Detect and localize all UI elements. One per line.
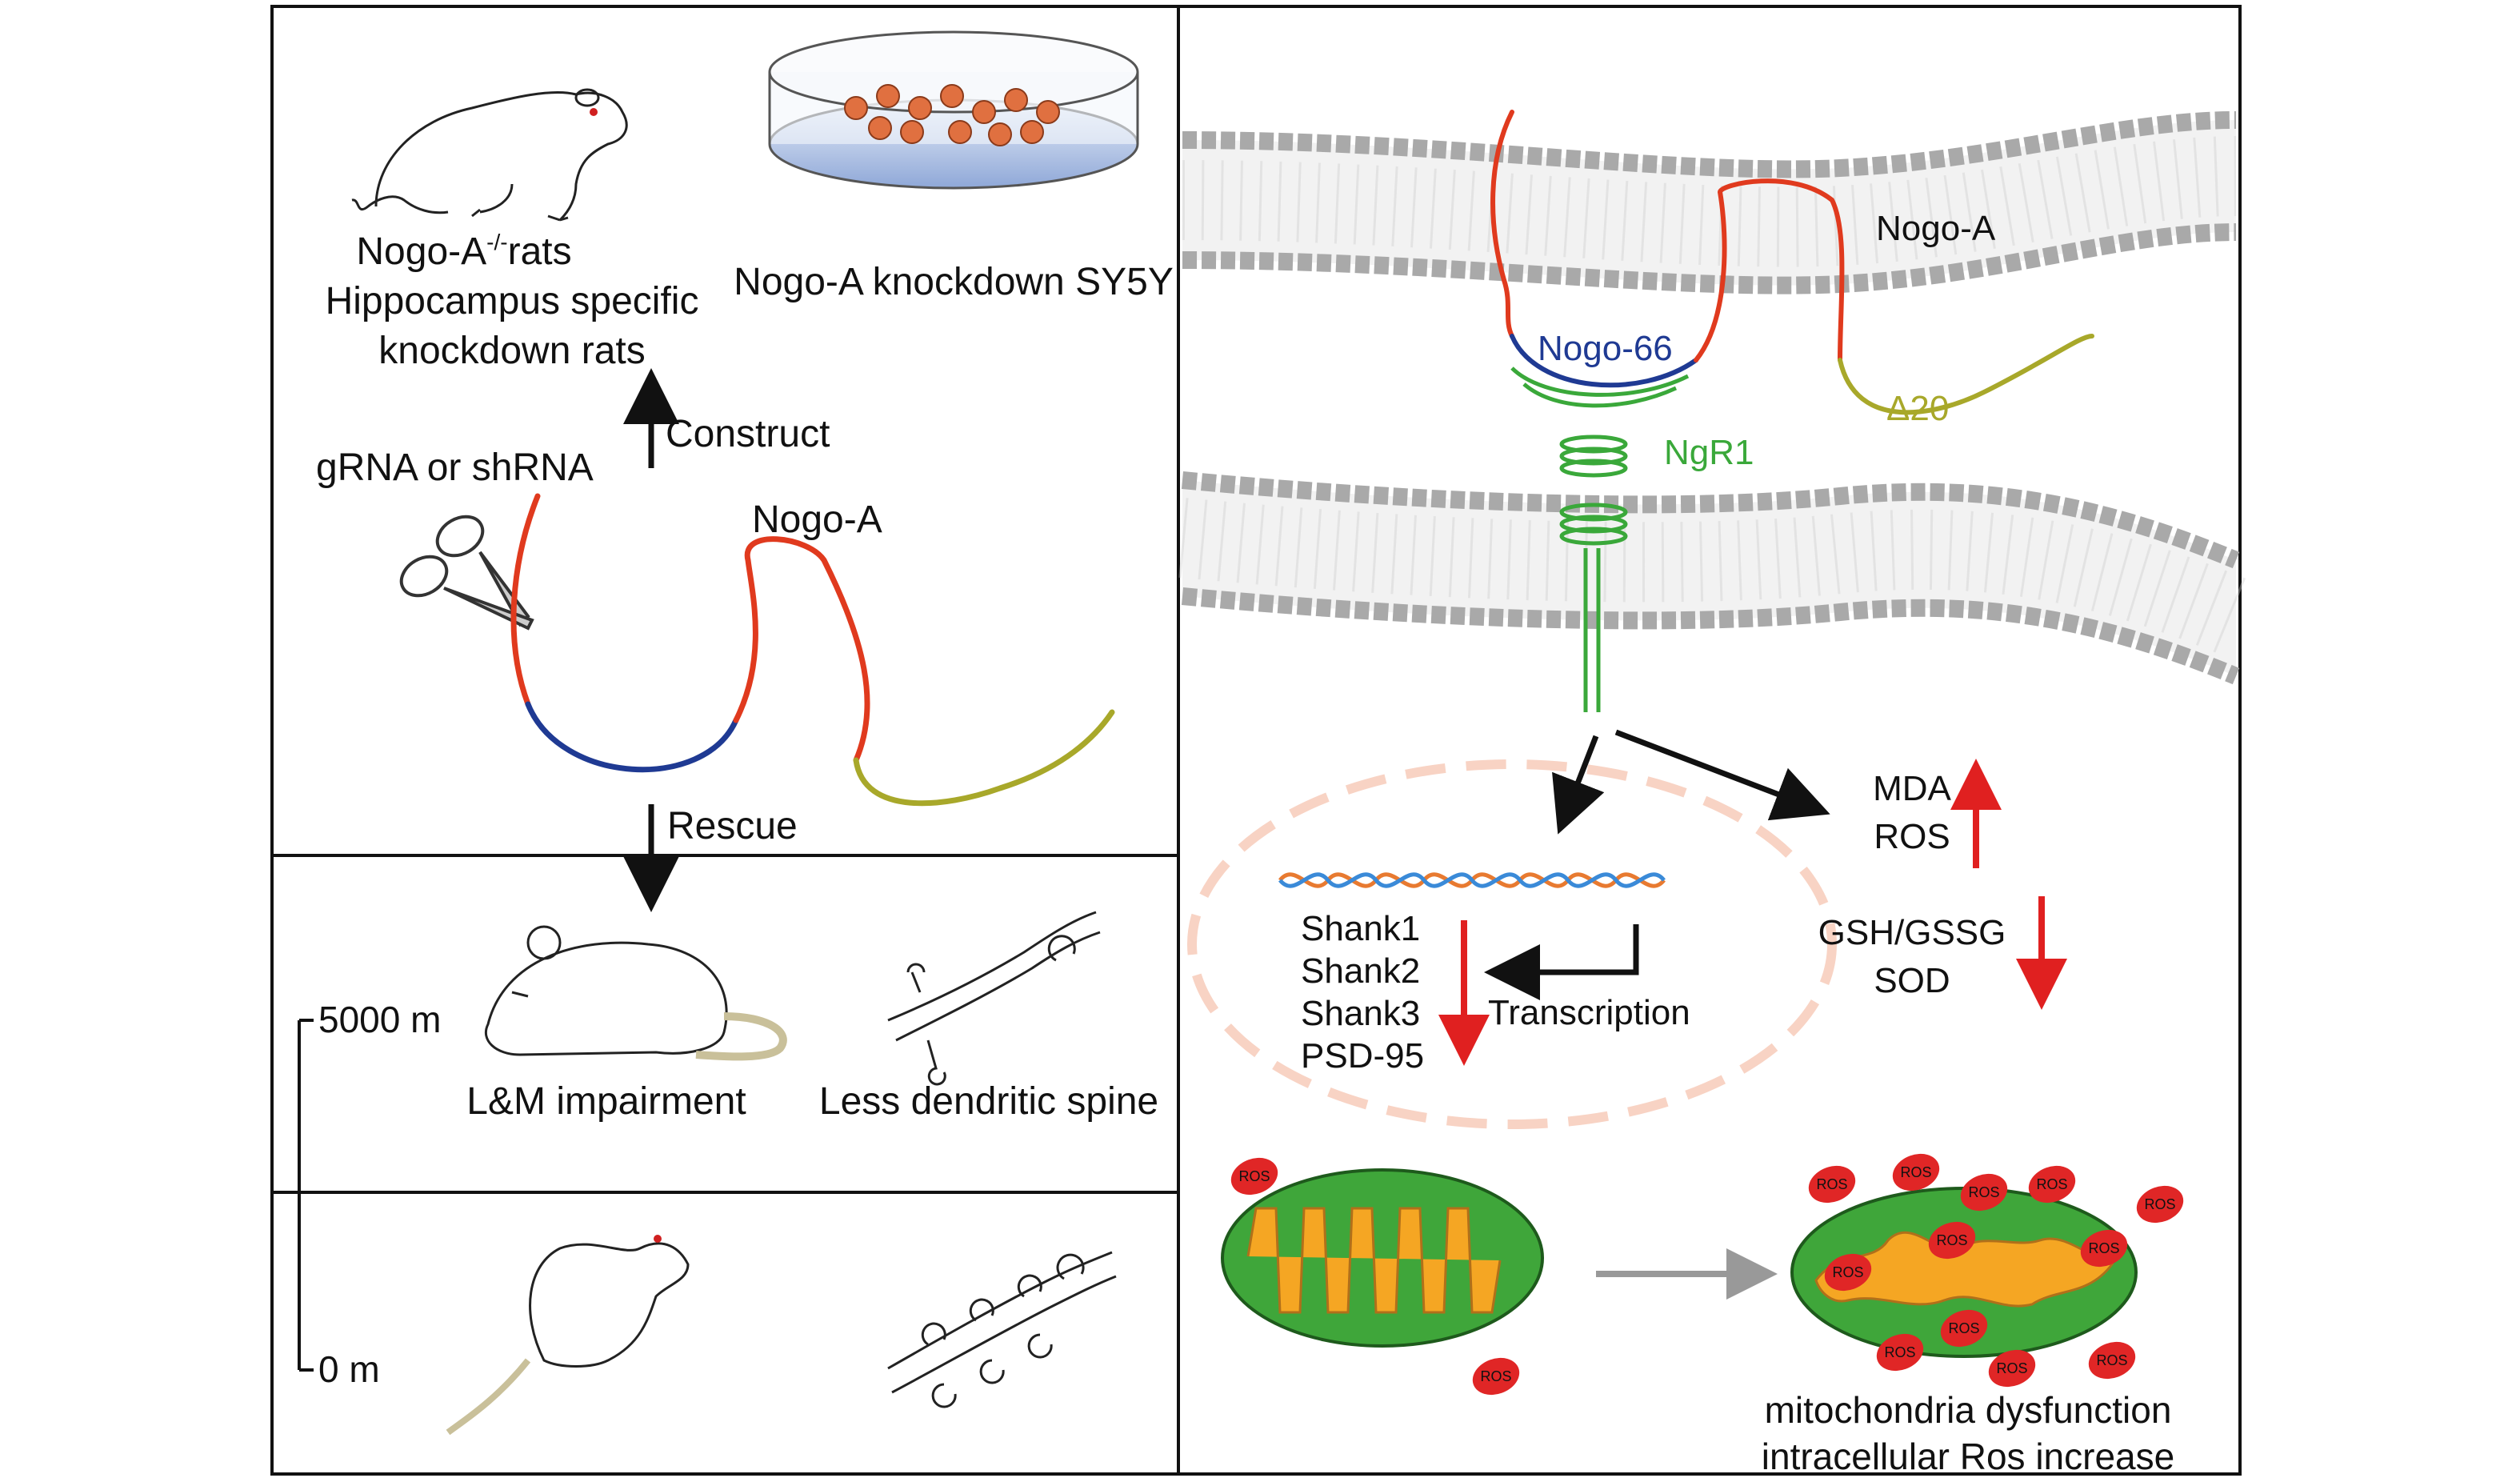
nogo-a-gene-strand	[510, 493, 1115, 807]
impaired-mouse-icon	[485, 925, 787, 1061]
healthy-rat-icon	[446, 1235, 690, 1436]
transcription-label: Transcription	[1488, 993, 1690, 1032]
scale-bottom-label: 0 m	[318, 1348, 380, 1390]
memory-impairment-label: L&M impairment	[466, 1080, 746, 1123]
rats-label: Nogo-A-/-rats	[356, 230, 571, 273]
transcription-arrow	[1484, 924, 1639, 1000]
ros-particle: ROS	[1808, 1165, 1856, 1204]
dendrite-dense-icon	[887, 1251, 1117, 1408]
signal-arrows	[1552, 729, 1830, 835]
panel-frames	[270, 5, 2242, 1476]
svg-text:ROS: ROS	[1238, 1168, 1270, 1184]
nogo-a-protein-label: Nogo-A	[1876, 209, 1996, 248]
ros-particle: ROS	[1940, 1309, 1988, 1348]
gene-shank3: Shank3	[1301, 994, 1420, 1033]
svg-text:ROS: ROS	[2088, 1240, 2119, 1256]
ros-label: ROS	[1874, 817, 1950, 856]
ros-particles: ROS ROS ROS ROS ROS ROS ROS ROS ROS ROS …	[1230, 1153, 2184, 1396]
altitude-scale	[298, 1019, 314, 1372]
ngr1-receptor	[1510, 366, 1690, 712]
svg-text:ROS: ROS	[1996, 1360, 2027, 1376]
ros-particle: ROS	[1928, 1221, 1976, 1260]
ros-particle: ROS	[2080, 1229, 2128, 1268]
dendritic-spine-label: Less dendritic spine	[819, 1080, 1158, 1123]
gene-shank1: Shank1	[1301, 909, 1420, 948]
hippocampus-line1: Hippocampus specific	[326, 280, 699, 322]
ros-particle: ROS	[2028, 1165, 2076, 1204]
damaged-mitochondrion	[1790, 1187, 2138, 1358]
knockout-rat-icon	[351, 88, 628, 222]
gene-list: Shank1 Shank2 Shank3 PSD-95	[1301, 909, 1424, 1075]
svg-text:ROS: ROS	[1480, 1368, 1511, 1384]
svg-text:ROS: ROS	[2036, 1176, 2067, 1192]
svg-text:ROS: ROS	[2144, 1196, 2175, 1212]
svg-text:ROS: ROS	[1936, 1232, 1967, 1248]
nogo-a-protein	[1490, 110, 2094, 415]
cell-cluster	[844, 84, 1060, 146]
svg-text:ROS: ROS	[1832, 1264, 1863, 1280]
svg-text:ROS: ROS	[1816, 1176, 1847, 1192]
ros-particle: ROS	[1988, 1349, 2036, 1388]
ros-particle: ROS	[1472, 1357, 1520, 1396]
ros-particle: ROS	[1960, 1173, 2008, 1212]
gene-psd95: PSD-95	[1301, 1036, 1424, 1075]
delta20-label: Δ20	[1886, 389, 1949, 428]
ros-particle: ROS	[2088, 1341, 2136, 1380]
dna-helix-icon	[1278, 872, 1666, 888]
healthy-mitochondrion	[1221, 1168, 1544, 1348]
hippocampus-line2: knockdown rats	[378, 330, 646, 372]
scale-top-label: 5000 m	[318, 999, 441, 1040]
guide-rna-label: gRNA or shRNA	[316, 447, 594, 489]
ros-particle: ROS	[1876, 1333, 1924, 1372]
ros-particle: ROS	[1824, 1253, 1872, 1292]
lower-membrane	[1178, 471, 2252, 685]
svg-text:ROS: ROS	[1884, 1344, 1915, 1360]
svg-text:ROS: ROS	[1900, 1164, 1931, 1180]
ros-particle: ROS	[1892, 1153, 1940, 1192]
svg-text:ROS: ROS	[1968, 1184, 1999, 1200]
nucleus	[1187, 759, 1837, 1129]
ros-increase-label: intracellular Ros increase	[1762, 1436, 2174, 1477]
rescue-label: Rescue	[667, 805, 798, 847]
sod-label: SOD	[1874, 961, 1950, 1000]
ngr1-label: NgR1	[1664, 433, 1754, 472]
construct-label: Construct	[666, 413, 830, 455]
nogo-a-gene-label: Nogo-A	[752, 499, 882, 541]
gene-shank2: Shank2	[1301, 951, 1420, 991]
mito-dysfunction-label: mitochondria dysfunction	[1765, 1389, 2172, 1431]
svg-text:ROS: ROS	[1948, 1320, 1979, 1336]
cell-line-label: Nogo-A knockdown SY5Y	[734, 261, 1174, 303]
culture-dish-icon	[768, 30, 1139, 190]
ros-particle: ROS	[1230, 1157, 1278, 1196]
ros-particle: ROS	[2136, 1185, 2184, 1224]
upper-membrane	[1182, 111, 2237, 294]
dendrite-sparse-icon	[887, 911, 1101, 1086]
gsh-gssg-label: GSH/GSSG	[1818, 913, 2006, 952]
svg-text:ROS: ROS	[2096, 1352, 2127, 1368]
nogo66-label: Nogo-66	[1538, 329, 1673, 368]
mda-label: MDA	[1873, 769, 1951, 808]
